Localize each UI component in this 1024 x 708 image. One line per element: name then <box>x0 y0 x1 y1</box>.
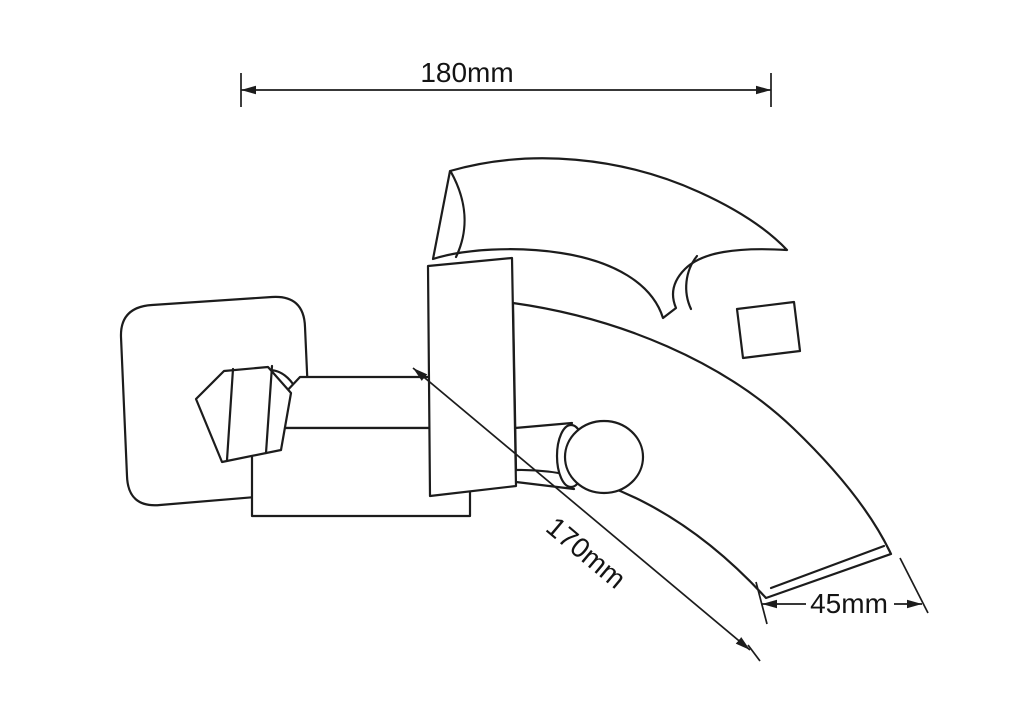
dimension-170-tick <box>747 644 761 662</box>
dimension-45-extension-right <box>899 557 929 614</box>
dimension-45-label-mask <box>806 586 894 616</box>
dimension-45-label: 45mm <box>810 588 888 619</box>
nut-facet-line <box>225 367 235 462</box>
spout-tip-edge <box>769 544 886 590</box>
dimension-170-line <box>412 367 751 651</box>
handle-front-edge <box>449 170 466 259</box>
handle-lever <box>431 157 789 320</box>
handle-curl-edge <box>685 254 699 311</box>
dimension-45-extension-left <box>755 581 768 625</box>
nut-facet-line <box>264 364 274 455</box>
spout-mount-block <box>735 300 802 360</box>
dimension-180-label: 180mm <box>420 57 513 88</box>
faucet-body <box>426 256 518 498</box>
faucet-drawing <box>119 157 893 600</box>
dimension-170-label: 170mm <box>540 511 631 595</box>
diverter-knob <box>563 419 645 495</box>
